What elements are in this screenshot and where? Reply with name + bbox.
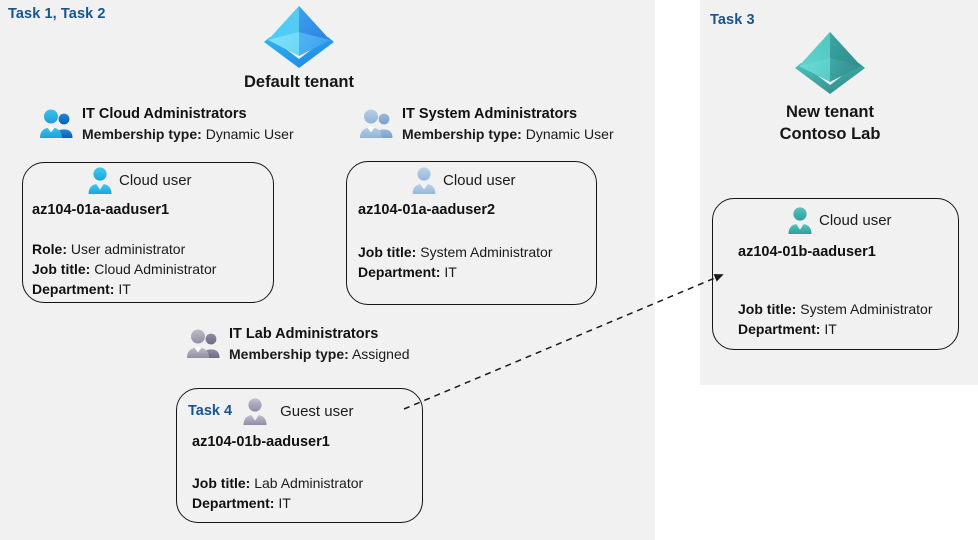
card-attr-row: Job title: System Administrator — [358, 243, 553, 263]
card-attributes: Job title: Lab Administrator Department:… — [192, 474, 363, 514]
card-upn: az104-01a-aaduser2 — [358, 202, 496, 218]
group-membership-value: Dynamic User — [525, 125, 614, 142]
default-tenant-block: Default tenant — [209, 2, 389, 94]
cloud-user-icon — [786, 205, 814, 235]
group-users-icon — [358, 107, 396, 141]
card-attr-value: System Administrator — [420, 244, 553, 260]
card-attr-row: Department: IT — [358, 263, 553, 283]
card-attr-row: Department: IT — [738, 320, 933, 340]
panel-default-tenant — [0, 0, 655, 540]
card-attr-label: Department: — [32, 280, 115, 297]
card-attr-row: Job title: Cloud Administrator — [32, 260, 216, 280]
guest-user-icon — [241, 396, 269, 426]
card-user-type: Cloud user — [443, 171, 516, 189]
user-card-guest-az104-01b-aaduser1 — [176, 388, 423, 523]
card-attr-label: Job title: — [192, 475, 251, 491]
new-tenant-name-line1: New tenant — [785, 103, 874, 121]
group-membership-label: Membership type: — [229, 345, 349, 362]
card-user-type: Guest user — [280, 402, 354, 420]
cloud-user-icon — [410, 165, 438, 195]
card-attr-row: Job title: Lab Administrator — [192, 474, 363, 494]
group-membership: Membership type: Dynamic User — [402, 125, 614, 144]
group-membership-value: Dynamic User — [205, 125, 294, 142]
card-attr-label: Department: — [738, 320, 821, 337]
card-attributes: Job title: System Administrator Departme… — [738, 300, 933, 340]
group-header-it-system-administrators: IT System Administrators Membership type… — [358, 105, 614, 143]
user-card-az104-01b-aaduser1-new-tenant — [712, 198, 959, 350]
card-head: Cloud user — [410, 165, 516, 195]
group-users-icon — [185, 327, 223, 361]
group-membership: Membership type: Dynamic User — [82, 125, 294, 144]
group-header-it-lab-administrators: IT Lab Administrators Membership type: A… — [185, 325, 410, 363]
card-head: Task 4 Guest user — [188, 396, 353, 426]
card-attr-value: Cloud Administrator — [94, 260, 217, 277]
group-membership-label: Membership type: — [402, 125, 522, 142]
card-attr-value: IT — [278, 494, 291, 511]
task-label-inline-task4: Task 4 — [188, 403, 233, 419]
card-attributes: Job title: System Administrator Departme… — [358, 243, 553, 283]
card-attr-value: IT — [444, 263, 457, 280]
group-header-it-cloud-administrators: IT Cloud Administrators Membership type:… — [38, 105, 294, 143]
group-name: IT System Administrators — [402, 106, 578, 122]
group-name: IT Cloud Administrators — [82, 106, 247, 122]
card-attr-label: Department: — [358, 263, 441, 280]
user-card-az104-01a-aaduser1 — [22, 162, 274, 303]
card-attr-label: Department: — [192, 494, 275, 511]
card-attr-row: Department: IT — [32, 280, 216, 300]
task-label-new-tenant: Task 3 — [710, 12, 755, 28]
card-user-type: Cloud user — [819, 211, 892, 229]
card-attr-value: Lab Administrator — [254, 475, 364, 491]
card-upn: az104-01b-aaduser1 — [192, 434, 330, 450]
group-membership-value: Assigned — [351, 345, 410, 362]
card-head: Cloud user — [786, 205, 892, 235]
group-membership: Membership type: Assigned — [229, 345, 410, 364]
card-attr-value: System Administrator — [800, 301, 933, 317]
azure-ad-new-tenant-icon — [740, 28, 920, 96]
task-label-default-tenant: Task 1, Task 2 — [8, 6, 106, 22]
card-user-type: Cloud user — [119, 171, 192, 189]
card-attr-label: Role: — [32, 241, 67, 257]
card-upn: az104-01b-aaduser1 — [738, 244, 876, 260]
cloud-user-icon — [86, 165, 114, 195]
new-tenant-block: New tenant Contoso Lab — [740, 28, 920, 146]
azure-ad-tenant-icon — [209, 2, 389, 70]
default-tenant-name: Default tenant — [243, 73, 354, 91]
card-attr-label: Job title: — [738, 301, 797, 317]
card-attr-value: User administrator — [70, 241, 186, 257]
new-tenant-name-line2: Contoso Lab — [779, 124, 881, 143]
card-attr-value: IT — [824, 320, 837, 337]
card-attr-row: Job title: System Administrator — [738, 300, 933, 320]
group-name: IT Lab Administrators — [229, 326, 379, 342]
card-attr-label: Job title: — [32, 260, 91, 277]
card-attr-row: Role: User administrator — [32, 240, 216, 260]
group-users-icon — [38, 107, 76, 141]
card-attr-label: Job title: — [358, 244, 417, 260]
card-head: Cloud user — [86, 165, 192, 195]
card-attr-value: IT — [118, 280, 131, 297]
group-membership-label: Membership type: — [82, 125, 202, 142]
card-attributes: Role: User administrator Job title: Clou… — [32, 240, 216, 300]
card-upn: az104-01a-aaduser1 — [32, 202, 170, 218]
card-attr-row: Department: IT — [192, 494, 363, 514]
